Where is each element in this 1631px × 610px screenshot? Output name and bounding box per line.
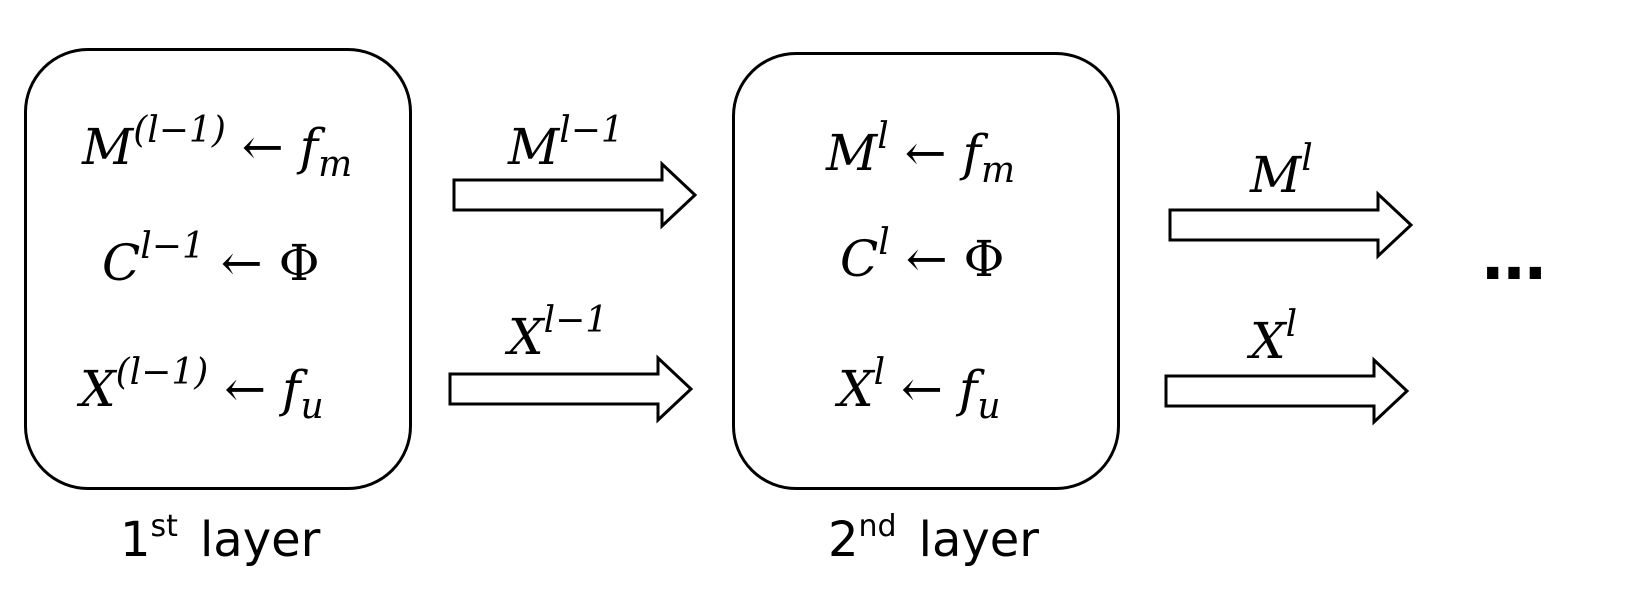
arrow-2-top bbox=[1168, 190, 1414, 260]
layer-1-row-x: X(l−1) ← fu bbox=[80, 352, 324, 427]
layer-2-row-c: Cl ← Φ bbox=[840, 222, 1005, 288]
arrow-2-top-label: Ml bbox=[1250, 138, 1313, 204]
layer-1-row-c: Cl−1 ← Φ bbox=[102, 226, 320, 292]
arrow-1-bottom-label: Xl−1 bbox=[508, 300, 609, 366]
arrow-1-top-label: Ml−1 bbox=[508, 110, 624, 176]
arrow-2-bottom bbox=[1164, 356, 1410, 426]
layer-1-row-m: M(l−1) ← fm bbox=[82, 110, 353, 185]
continuation-ellipsis: … bbox=[1482, 221, 1550, 295]
layer-2-row-m: Ml ← fm bbox=[826, 116, 1016, 191]
arrow-1-top bbox=[452, 160, 698, 230]
layer-2-box bbox=[732, 52, 1120, 490]
arrow-2-bottom-label: Xl bbox=[1250, 304, 1298, 370]
layer-2-row-x: Xl ← fu bbox=[838, 352, 1001, 427]
arrow-1-bottom bbox=[448, 354, 694, 424]
layer-1-box bbox=[24, 48, 412, 490]
